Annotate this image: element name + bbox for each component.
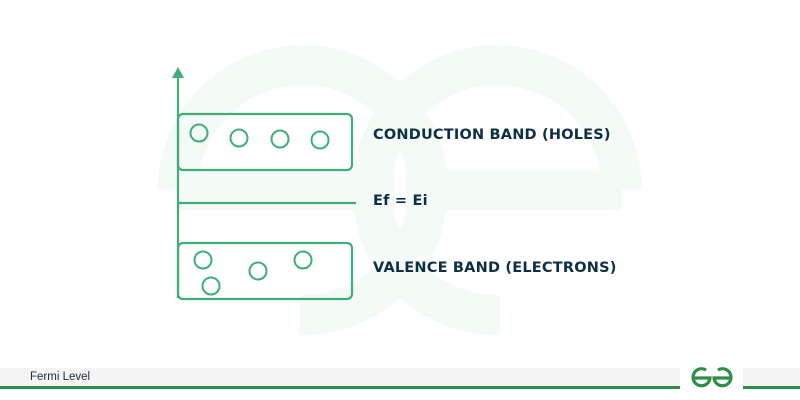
electron-circle bbox=[201, 276, 221, 296]
footer-divider-right bbox=[743, 386, 800, 389]
footer-bar-right bbox=[743, 368, 800, 387]
footer-bar bbox=[0, 368, 680, 387]
valence-band-label: VALENCE BAND (ELECTRONS) bbox=[373, 260, 617, 276]
valence-band-box bbox=[176, 241, 354, 301]
hole-circle bbox=[229, 128, 249, 148]
electron-circle bbox=[293, 250, 313, 270]
hole-circle bbox=[270, 129, 290, 149]
conduction-band-label: CONDUCTION BAND (HOLES) bbox=[373, 127, 611, 143]
hole-circle bbox=[189, 123, 209, 143]
conduction-band-holes bbox=[189, 123, 330, 150]
fermi-level-label: Ef = Ei bbox=[373, 193, 428, 209]
electron-circle bbox=[193, 250, 213, 270]
valence-band-electrons bbox=[193, 250, 313, 296]
footer-divider bbox=[0, 386, 680, 389]
conduction-band-box bbox=[176, 112, 354, 172]
hole-circle bbox=[310, 130, 330, 150]
footer-caption: Fermi Level bbox=[30, 371, 91, 383]
electron-circle bbox=[248, 261, 268, 281]
gfg-logo-icon bbox=[691, 367, 733, 388]
axis-arrow-icon bbox=[172, 67, 184, 78]
